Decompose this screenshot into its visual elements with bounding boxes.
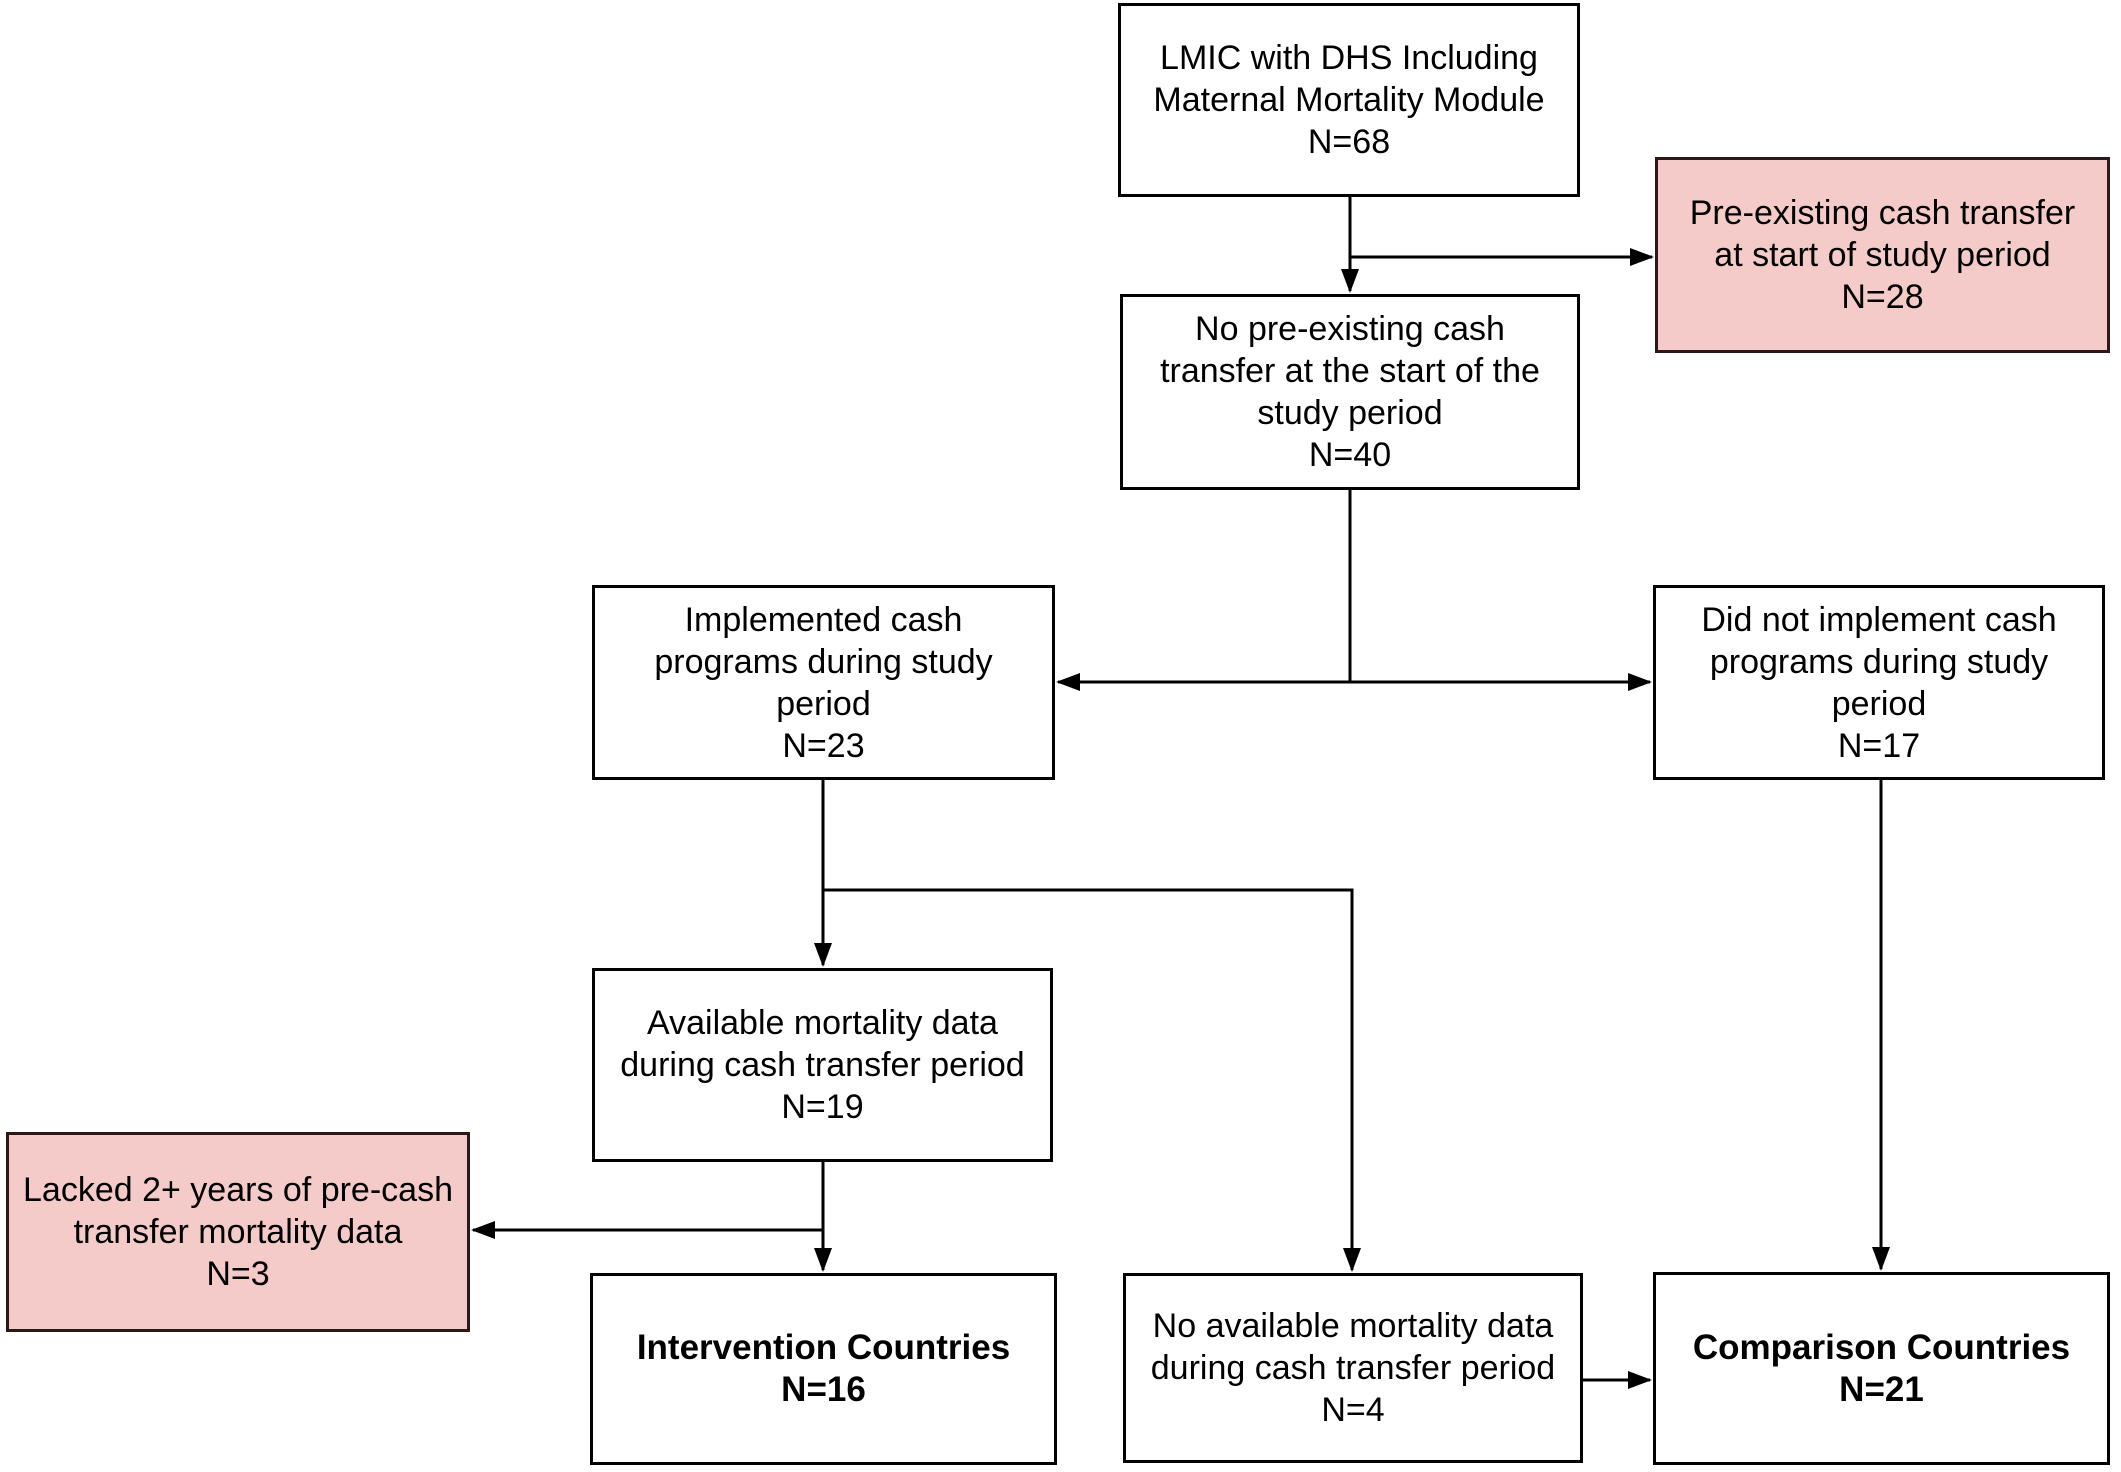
node-no-available-mortality-data-count: N=4 (1321, 1391, 1385, 1429)
node-lacked-pre-cash-mortality-data-label: Lacked 2+ years of pre-cash transfer mor… (23, 1171, 453, 1251)
node-comparison-countries-count: N=21 (1839, 1369, 1924, 1409)
node-available-mortality-data: Available mortality data during cash tra… (592, 968, 1053, 1162)
node-lmic-dhs-count: N=68 (1307, 123, 1391, 161)
node-available-mortality-data-count: N=19 (781, 1088, 864, 1126)
node-implemented-cash-programs: Implemented cash programs during study p… (592, 585, 1055, 780)
node-implemented-cash-programs-count: N=23 (782, 726, 865, 765)
node-preexisting-cash-transfer-count: N=28 (1841, 278, 1924, 316)
node-intervention-countries: Intervention Countries N=16 (590, 1273, 1057, 1465)
node-did-not-implement-cash-programs: Did not implement cash programs during s… (1653, 585, 2105, 780)
node-preexisting-cash-transfer: Pre-existing cash transfer at start of s… (1655, 157, 2110, 353)
node-comparison-countries-label: Comparison Countries (1692, 1327, 2071, 1367)
node-lacked-pre-cash-mortality-data: Lacked 2+ years of pre-cash transfer mor… (6, 1132, 470, 1332)
node-no-preexisting-cash-transfer-label: No pre-existing cash transfer at the sta… (1160, 310, 1540, 432)
node-implemented-cash-programs-label: Implemented cash programs during study p… (654, 600, 993, 723)
node-lmic-dhs-label: LMIC with DHS Including Maternal Mortali… (1153, 39, 1545, 119)
node-did-not-implement-cash-programs-count: N=17 (1837, 726, 1921, 765)
node-lmic-dhs: LMIC with DHS Including Maternal Mortali… (1118, 3, 1580, 197)
node-did-not-implement-cash-programs-label: Did not implement cash programs during s… (1701, 600, 2057, 723)
connector-implemented-to-no-available (823, 888, 1361, 1272)
node-comparison-countries: Comparison Countries N=21 (1653, 1272, 2110, 1465)
node-no-preexisting-cash-transfer-count: N=40 (1308, 436, 1392, 474)
node-available-mortality-data-label: Available mortality data during cash tra… (620, 1004, 1025, 1084)
node-lacked-pre-cash-mortality-data-count: N=3 (206, 1255, 270, 1293)
node-intervention-countries-count: N=16 (781, 1370, 866, 1409)
node-no-available-mortality-data: No available mortality data during cash … (1123, 1273, 1583, 1463)
node-intervention-countries-label: Intervention Countries (636, 1328, 1011, 1367)
node-preexisting-cash-transfer-label: Pre-existing cash transfer at start of s… (1689, 194, 2076, 274)
node-no-preexisting-cash-transfer: No pre-existing cash transfer at the sta… (1120, 294, 1580, 490)
node-no-available-mortality-data-label: No available mortality data during cash … (1150, 1307, 1556, 1387)
